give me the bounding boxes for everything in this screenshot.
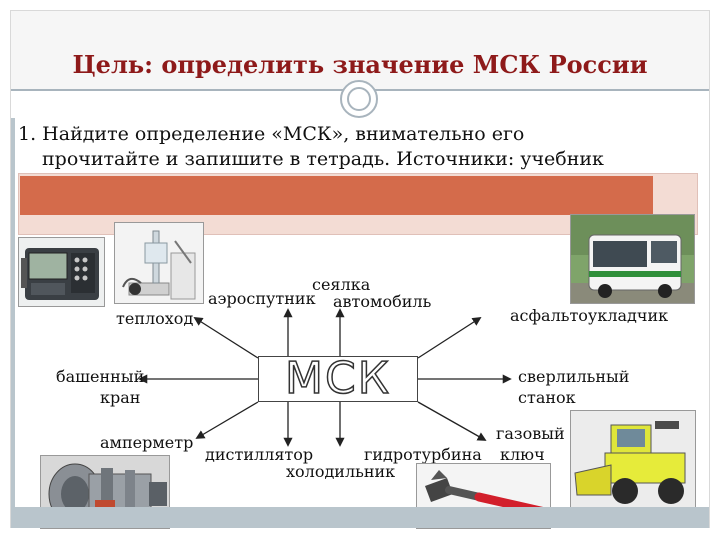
- highlight-bar: [20, 176, 653, 215]
- arrow-ampermetr: [195, 401, 259, 439]
- label-aerosputnik: аэроспутник: [208, 289, 316, 308]
- label-bashenny: башенный: [56, 367, 145, 386]
- label-avtomobil: автомобиль: [333, 292, 432, 311]
- label-distillyator: дистиллятор: [205, 445, 314, 464]
- label-asfaltoukladchik: асфальтоукладчик: [510, 306, 669, 325]
- harvester-picture: [570, 410, 696, 508]
- ring-ornament-icon: [340, 80, 378, 118]
- ammeter-device-picture: [18, 237, 105, 307]
- label-sverlilny: сверлильный: [518, 367, 630, 386]
- label-klyuch: ключ: [500, 445, 545, 464]
- measuring-device-icon: [21, 248, 99, 300]
- label-teplokhod: теплоход: [116, 309, 194, 328]
- arrow-asfaltoukladchik: [417, 317, 482, 359]
- label-stanok: станок: [518, 388, 576, 407]
- distiller-picture: [114, 222, 204, 304]
- arrow-teplokhod: [193, 317, 259, 359]
- label-gidroturbina: гидротурбина: [364, 445, 482, 464]
- bus-picture: [570, 214, 695, 304]
- arrow-gazovy-klyuch: [417, 401, 487, 441]
- distiller-icon: [122, 230, 196, 300]
- label-kholodilnik: холодильник: [286, 462, 396, 481]
- label-seyalka: сеялка: [312, 275, 371, 294]
- task-line-1: 1. Найдите определение «МСК», внимательн…: [18, 123, 525, 145]
- label-kran: кран: [100, 388, 141, 407]
- bus-icon: [571, 215, 694, 303]
- task-line-2: прочитайте и запишите в тетрадь. Источни…: [42, 148, 604, 170]
- footer-bar: [11, 507, 709, 528]
- slide-header: [11, 11, 709, 91]
- slide-title: Цель: определить значение МСК России: [72, 50, 648, 79]
- task-text: 1. Найдите определение «МСК», внимательн…: [18, 122, 708, 172]
- label-gazovy: газовый: [496, 424, 565, 443]
- harvester-icon: [574, 421, 686, 504]
- label-ampermetr: амперметр: [100, 433, 194, 452]
- center-word-msk: МСК: [258, 356, 418, 402]
